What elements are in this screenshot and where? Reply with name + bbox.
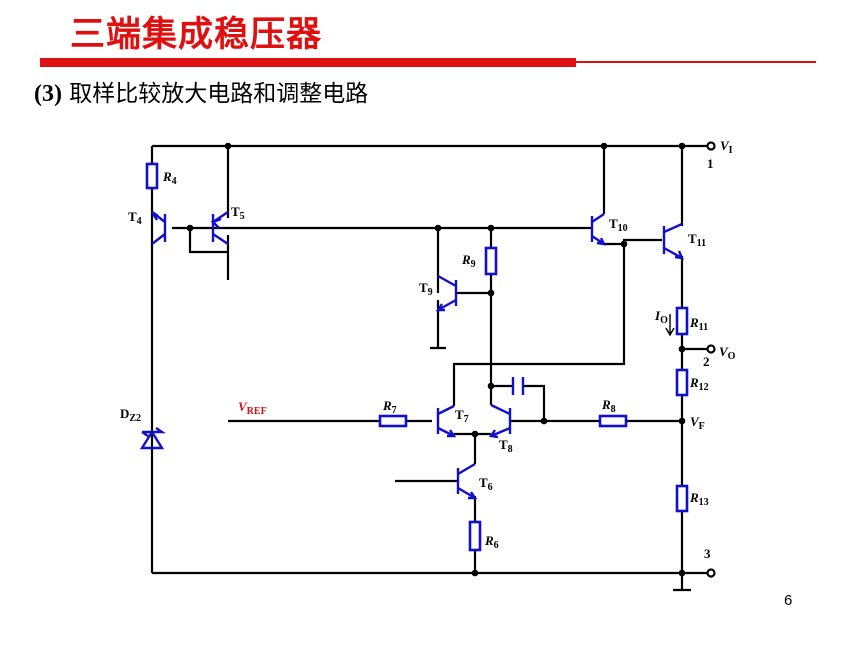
transistor-t4 [150, 211, 167, 245]
wires [150, 141, 716, 592]
label-t9: T9 [419, 280, 433, 298]
label-t6: T6 [479, 475, 493, 493]
label-t7: T7 [455, 407, 469, 425]
transistor-t5 [210, 211, 229, 245]
labels: R4 T4 T5 T10 T11 R9 T9 IO R11 VO R12 VI … [120, 138, 736, 561]
label-t11: T11 [688, 231, 706, 249]
subtitle-text: 取样比较放大电路和调整电路 [69, 81, 369, 107]
label-r4: R4 [162, 169, 177, 187]
label-vi: VI [720, 138, 733, 156]
capacitor [511, 377, 525, 395]
label-io: IO [654, 308, 668, 326]
transistor-t10 [590, 213, 607, 246]
resistor-r7 [378, 414, 408, 428]
page-number: 6 [784, 592, 793, 609]
resistor-r11 [675, 306, 689, 336]
resistor-r9 [484, 246, 498, 276]
label-vo: VO [719, 344, 736, 362]
terminal-1-label: 1 [707, 156, 714, 171]
label-r8: R8 [601, 397, 616, 415]
label-vref: VREF [238, 399, 267, 417]
label-t5: T5 [231, 204, 245, 222]
resistor-r8 [598, 414, 628, 428]
terminal-2-label: 2 [703, 354, 710, 369]
transistors [150, 211, 684, 500]
label-t8: T8 [499, 437, 513, 455]
title-rule-thin [576, 61, 816, 63]
terminal-3-label: 3 [704, 546, 711, 561]
resistor-r12 [675, 368, 689, 397]
junction-dots [186, 142, 686, 577]
label-t4: T4 [128, 209, 142, 227]
transistor-t8 [488, 403, 512, 439]
resistors [145, 162, 689, 552]
label-r7: R7 [382, 398, 397, 416]
resistor-r4 [145, 162, 159, 190]
label-vf: VF [690, 414, 705, 432]
subtitle-number: (3) [34, 81, 62, 107]
label-r9: R9 [461, 252, 476, 270]
transistor-t6 [456, 462, 478, 500]
title-rule-thick [40, 58, 576, 67]
label-r12: R12 [689, 375, 709, 393]
label-r11: R11 [689, 315, 708, 333]
zener-diode-dz2 [139, 427, 166, 450]
label-r13: R13 [689, 490, 709, 508]
transistor-t9 [435, 274, 458, 312]
slide-title: 三端集成稳压器 [70, 15, 323, 55]
transistor-t7 [436, 404, 457, 438]
label-dz2: DZ2 [120, 406, 141, 424]
io-arrow [665, 314, 675, 337]
label-t10: T10 [609, 216, 628, 234]
transistor-t11 [662, 222, 684, 260]
resistor-r6 [468, 520, 482, 552]
resistor-r13 [675, 484, 689, 513]
label-r6: R6 [484, 533, 499, 551]
slide-subtitle: (3) 取样比较放大电路和调整电路 [34, 74, 368, 108]
